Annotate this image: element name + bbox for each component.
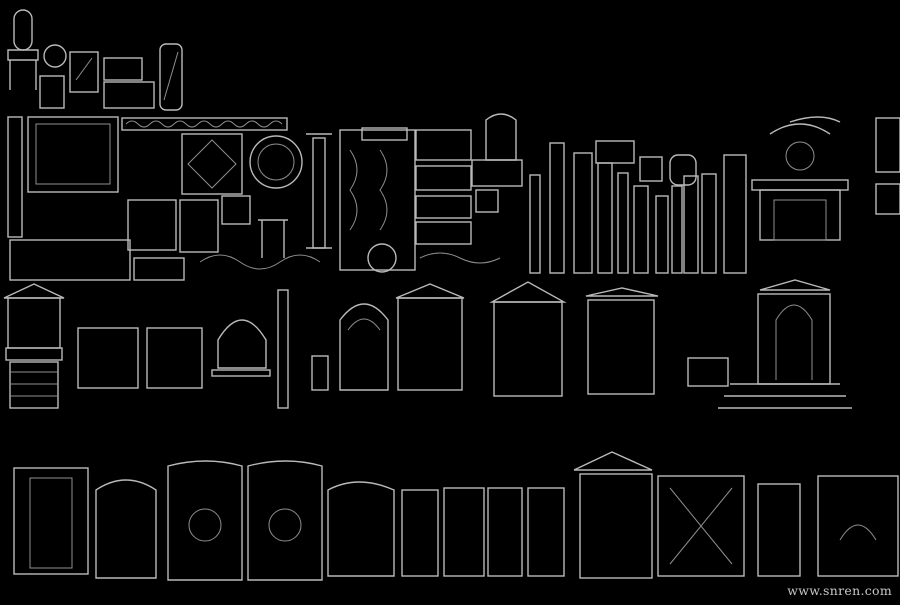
windows-and-cabinets [3,279,852,409]
mirror-vanity-set [7,9,183,111]
ornament-library [7,113,523,281]
column-set [529,140,747,274]
door-elevations [13,451,899,581]
fireplace-elevation [751,116,900,241]
watermark: www.snren.com [787,583,892,598]
